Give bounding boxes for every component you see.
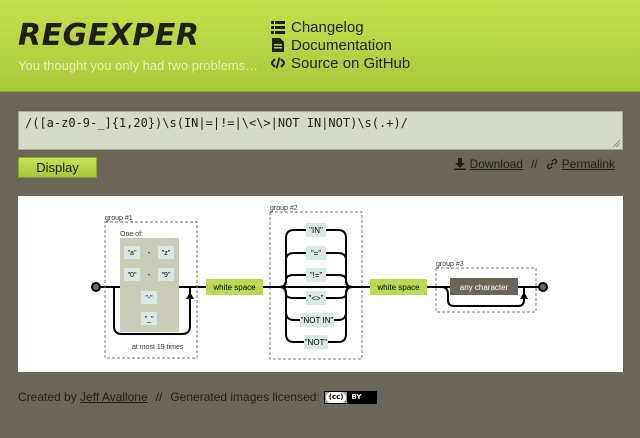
group1-label: group #1 — [105, 215, 133, 222]
resize-handle-icon[interactable] — [612, 139, 620, 147]
range-sep-1: - — [148, 248, 151, 257]
opt-in-text: "IN" — [309, 226, 323, 235]
one-of-label: One of: — [120, 231, 143, 238]
char-z — [158, 246, 174, 259]
regex-text: /([a-z0-9-_]{1,20})\s(IN|=|!=|\<\>|NOT I… — [25, 116, 408, 130]
opt-not-in-text: "NOT IN" — [301, 316, 334, 325]
group3-loop — [441, 286, 525, 307]
char-underscore-text: "_" — [145, 316, 154, 323]
export-links: Download // Permalink — [453, 157, 615, 171]
any-char-label: any character — [460, 283, 509, 292]
repeat-arrow-icon — [186, 292, 194, 299]
whitespace-node-1 — [206, 279, 263, 295]
end-node — [538, 282, 548, 292]
group3-arrow-icon — [520, 292, 528, 299]
code-icon — [271, 57, 285, 69]
whitespace-label-1: white space — [212, 283, 256, 292]
group2-label: group #2 — [270, 205, 298, 212]
charset-items: "a" - "z" "0" - "9" "-" "_" — [124, 246, 174, 325]
char-a — [124, 246, 140, 259]
whitespace-node-2 — [370, 279, 427, 295]
opt-eq — [306, 246, 326, 260]
author-link[interactable]: Jeff Avallone — [80, 390, 148, 404]
char-0-text: "0" — [128, 272, 137, 279]
document-icon — [272, 38, 284, 52]
char-a-text: "a" — [128, 250, 137, 257]
any-char-node — [450, 278, 518, 295]
link-separator: // — [530, 157, 538, 171]
nav: Changelog Documentation Source on GitHub — [271, 18, 410, 72]
opt-eq-text: "=" — [311, 249, 322, 258]
nav-source-label: Source on GitHub — [291, 54, 411, 72]
opt-not-text: "NOT" — [305, 338, 328, 347]
char-z-text: "z" — [162, 250, 171, 257]
railroad-diagram: group #1 at most 19 times One of: "a" - … — [18, 196, 623, 372]
opt-not — [304, 335, 328, 349]
char-9-text: "9" — [162, 272, 171, 279]
group2-options: "IN" "=" "!=" "<>" "NOT IN" "NOT" — [300, 223, 334, 349]
opt-in — [306, 223, 326, 237]
nav-documentation-label: Documentation — [291, 36, 392, 54]
permalink-link[interactable]: Permalink — [561, 157, 615, 171]
opt-neq-text: "!=" — [310, 271, 323, 280]
link-icon — [546, 158, 557, 170]
created-by-label: Created by — [18, 390, 77, 404]
by-badge-text: BY — [347, 391, 376, 403]
cc-license-badge[interactable]: (cc) BY — [323, 390, 377, 404]
opt-neq — [306, 268, 326, 282]
download-icon — [453, 158, 466, 170]
alternation-paths — [263, 229, 370, 343]
start-node — [91, 282, 101, 292]
opt-ltgt — [306, 291, 326, 305]
display-button[interactable]: Display — [18, 157, 97, 178]
range-sep-2: - — [148, 270, 151, 279]
list-icon — [271, 21, 285, 34]
char-9 — [158, 268, 174, 281]
regex-input[interactable]: /([a-z0-9-_]{1,20})\s(IN|=|!=|\<\>|NOT I… — [18, 111, 623, 150]
nav-changelog-label: Changelog — [291, 18, 364, 36]
logo[interactable]: REGEXPER — [18, 18, 200, 53]
opt-ltgt-text: "<>" — [308, 294, 323, 303]
opt-not-in — [300, 313, 334, 327]
footer: Created by Jeff Avallone // Generated im… — [18, 390, 377, 404]
footer-separator: // — [155, 390, 163, 404]
nav-documentation[interactable]: Documentation — [271, 36, 410, 54]
group1-box — [104, 221, 198, 359]
whitespace-label-2: white space — [376, 283, 420, 292]
group3-label: group #3 — [436, 261, 464, 268]
char-dash-text: "-" — [145, 295, 153, 302]
nav-changelog[interactable]: Changelog — [271, 18, 410, 36]
char-0 — [124, 268, 140, 281]
cc-badge-text: (cc) — [325, 391, 347, 403]
char-dash — [141, 291, 157, 304]
header: REGEXPER You thought you only had two pr… — [0, 0, 640, 92]
license-text: Generated images licensed: — [170, 390, 320, 404]
repeat-loop — [112, 286, 191, 335]
tagline: You thought you only had two problems… — [18, 58, 259, 73]
download-link[interactable]: Download — [469, 157, 523, 171]
nav-source[interactable]: Source on GitHub — [271, 54, 410, 72]
group3-box — [435, 267, 537, 313]
char-underscore — [141, 312, 157, 325]
repeat-label: at most 19 times — [132, 344, 184, 351]
railroad-svg: group #1 at most 19 times One of: "a" - … — [91, 205, 548, 360]
group2-box — [269, 211, 363, 360]
